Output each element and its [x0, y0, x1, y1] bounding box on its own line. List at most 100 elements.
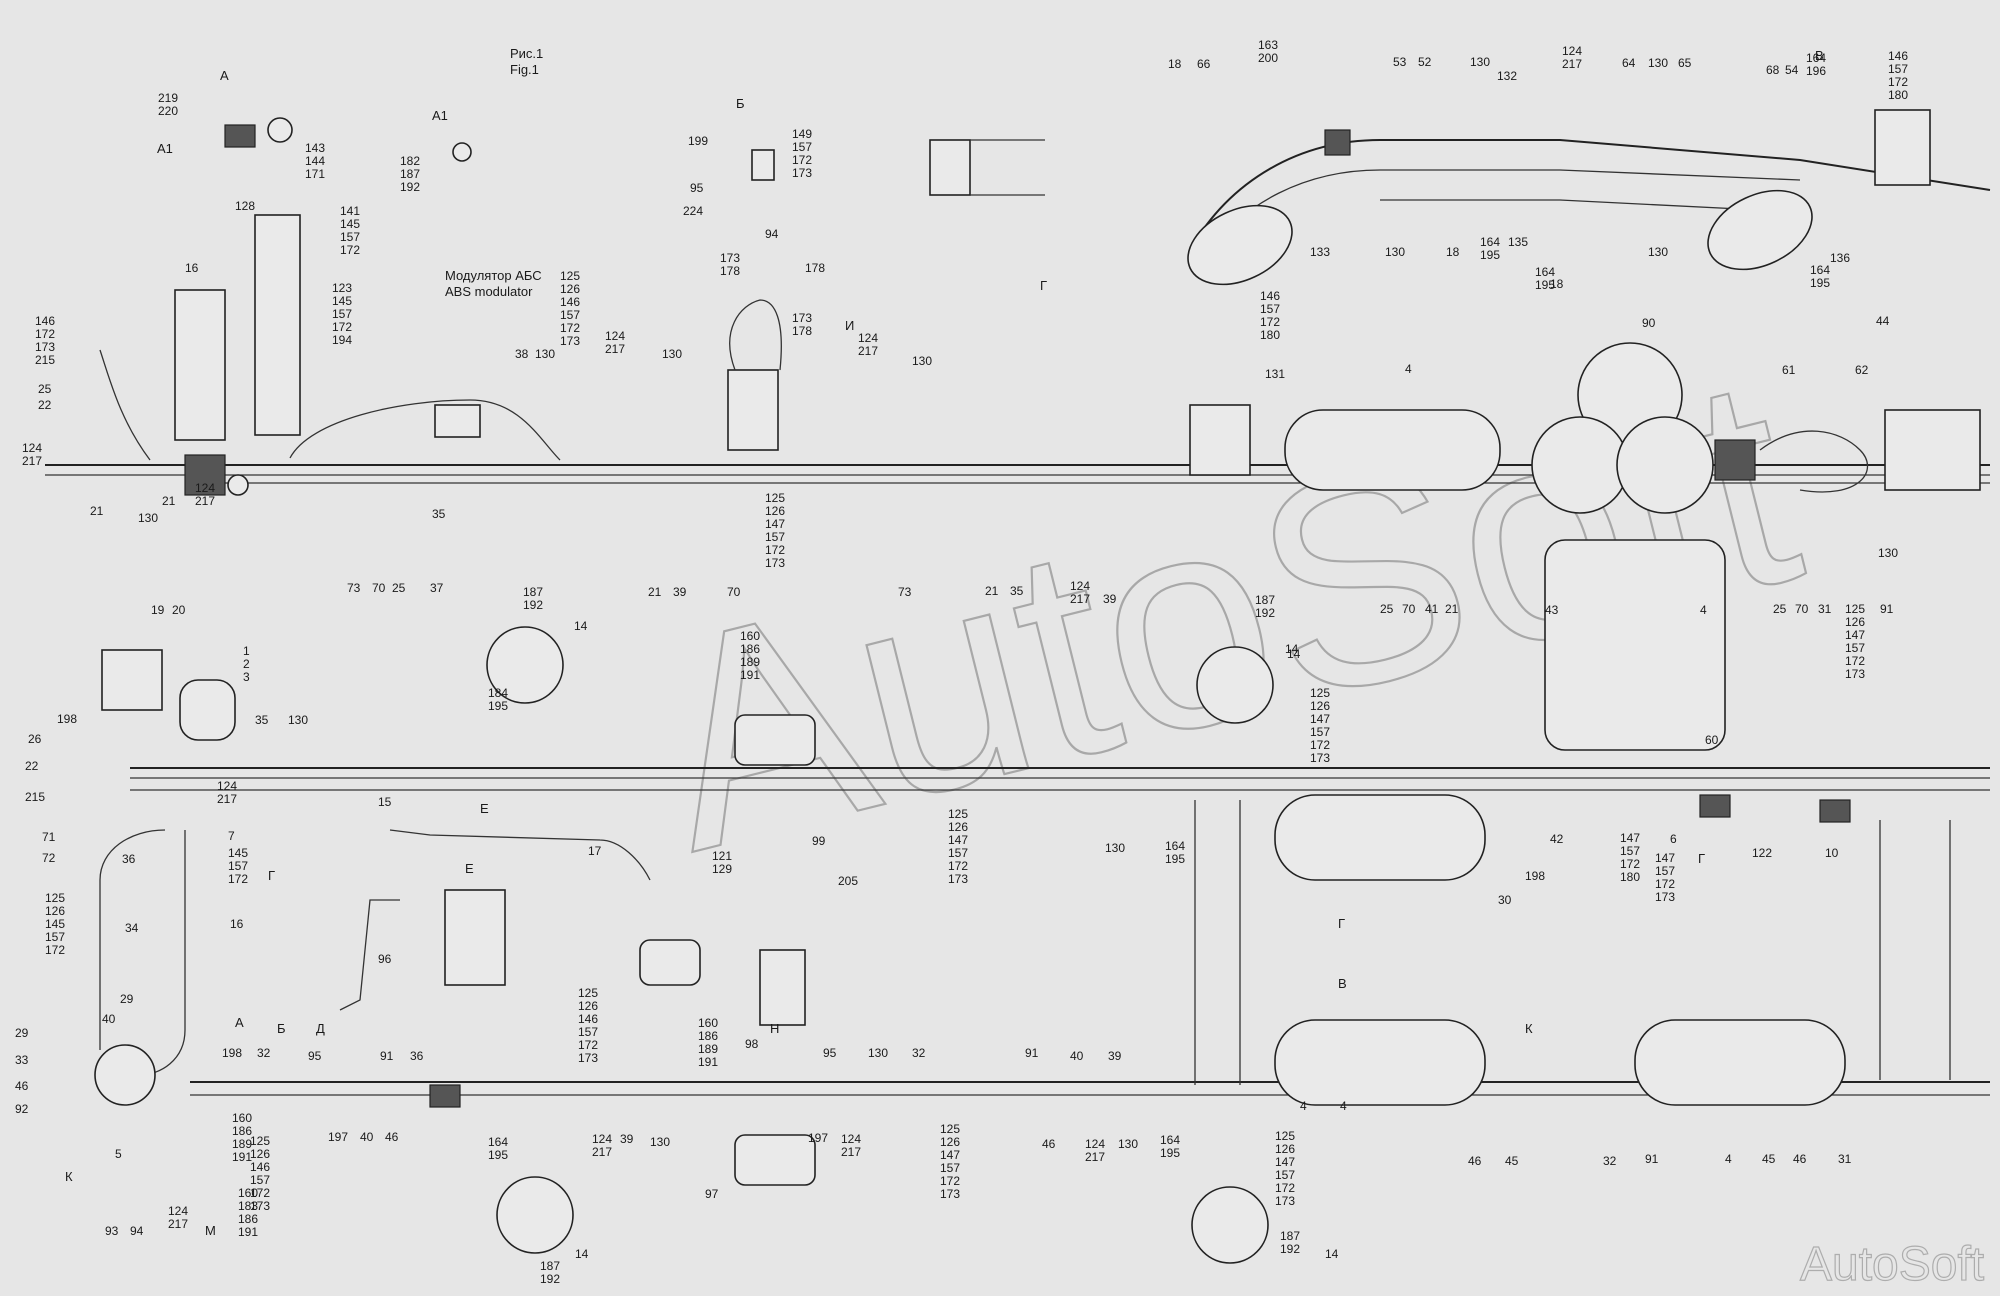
- callout-label: 53: [1393, 55, 1407, 69]
- callout-label: 36: [122, 852, 136, 866]
- valve-v: [1324, 129, 1351, 156]
- callout-label: 95: [308, 1049, 322, 1063]
- callout-label: 29: [15, 1026, 29, 1040]
- callout-label: 92: [15, 1102, 29, 1116]
- callout-label: 40: [360, 1130, 374, 1144]
- spring-brake-top: [734, 714, 816, 766]
- callout-label: 46: [1793, 1152, 1807, 1166]
- detail-a-valve: [224, 124, 256, 148]
- callout-label: 16: [230, 917, 244, 931]
- callout-label: 130: [138, 511, 158, 525]
- callout-label: 26: [28, 732, 42, 746]
- callout-label: 18: [1446, 245, 1460, 259]
- valve-block-e: [444, 889, 506, 986]
- brake-chamber-v-right: [1707, 189, 1813, 271]
- callout-label: 130: [868, 1046, 888, 1060]
- abs-modulator-ru: Модулятор АБС: [445, 268, 542, 283]
- callout-label: 14: [1325, 1247, 1339, 1261]
- view-letter: А1: [432, 108, 448, 123]
- view-letter: А: [220, 68, 229, 83]
- callout-label: 39: [1103, 592, 1117, 606]
- callout-label: 40: [102, 1012, 116, 1026]
- callout-label: 61: [1782, 363, 1796, 377]
- callout-label: 32: [257, 1046, 271, 1060]
- view-letter: И: [845, 318, 854, 333]
- view-v-pipe-3: [1380, 199, 1761, 211]
- callout-label: 32: [1603, 1154, 1617, 1168]
- brake-chamber-4: [1191, 1186, 1269, 1264]
- tank-cluster-left: [1531, 416, 1629, 514]
- air-tank-bottom-2: [1634, 1019, 1846, 1106]
- left-loop-1: [99, 829, 166, 1050]
- valve-bottom-3: [1699, 794, 1731, 818]
- callout-label: 130: [1648, 245, 1668, 259]
- callout-label: 73: [898, 585, 912, 599]
- callout-label: 198: [222, 1046, 242, 1060]
- callout-label: 133: [1310, 245, 1330, 259]
- callout-label: 22: [25, 759, 39, 773]
- callout-label: 130: [1385, 245, 1405, 259]
- callout-label: 39: [673, 585, 687, 599]
- callout-label: 132: [1497, 69, 1517, 83]
- callout-label: 21: [648, 585, 662, 599]
- pipe-loop-top-right: [1759, 430, 1869, 493]
- callout-label: 45: [1762, 1152, 1776, 1166]
- callout-label: 43: [1545, 603, 1559, 617]
- callout-label: 16: [185, 261, 199, 275]
- cab-support: [254, 214, 301, 436]
- callout-label: 46: [385, 1130, 399, 1144]
- callout-label: 34: [125, 921, 139, 935]
- callout-label: 33: [15, 1053, 29, 1067]
- callout-label: 95: [823, 1046, 837, 1060]
- callout-label: 97: [705, 1187, 719, 1201]
- top-view: [45, 214, 1990, 514]
- callout-label: 14: [1287, 647, 1301, 661]
- callout-label: 15: [378, 795, 392, 809]
- callout-label: 94: [130, 1224, 144, 1238]
- watermark-corner: AutoSoft: [1800, 1238, 1984, 1291]
- bracket-v: [1874, 109, 1931, 186]
- callout-label: 136: [1830, 251, 1850, 265]
- callout-label: 4: [1405, 362, 1412, 376]
- callout-label: 45: [1505, 1154, 1519, 1168]
- callout-label: 4: [1340, 1099, 1347, 1113]
- callout-label: 130: [535, 347, 555, 361]
- view-letter: Б: [277, 1021, 286, 1036]
- callout-label: 93: [105, 1224, 119, 1238]
- callout-label: 73: [347, 581, 361, 595]
- callout-label: 72: [42, 851, 56, 865]
- spring-brake-bottom: [734, 1134, 816, 1186]
- callout-label: 46: [1468, 1154, 1482, 1168]
- callout-label: 198: [1525, 869, 1545, 883]
- callout-label: 5: [115, 1147, 122, 1161]
- callout-label: 32: [912, 1046, 926, 1060]
- valve-bottom-2: [1819, 799, 1851, 823]
- label-layer: Рис.1 Fig.1 Модулятор АБС ABS modulator …: [15, 38, 1908, 1286]
- view-letter: Д: [316, 1021, 325, 1036]
- callout-label: 94: [765, 227, 779, 241]
- air-tank-bottom-1: [1274, 1019, 1486, 1106]
- callout-label: 70: [1795, 602, 1809, 616]
- callout-label: 21: [162, 494, 176, 508]
